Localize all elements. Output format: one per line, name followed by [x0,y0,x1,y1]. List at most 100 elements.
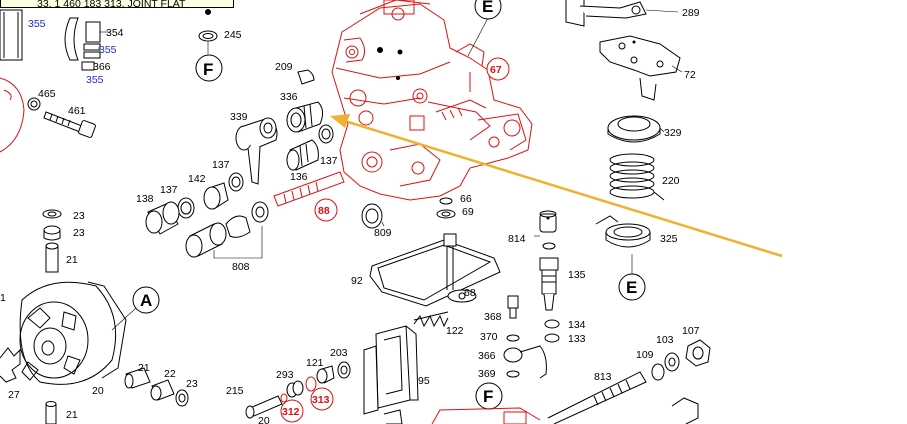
label-23[interactable]: 23 [73,227,85,239]
callout-312[interactable] [280,399,304,423]
label-813[interactable]: 813 [594,371,612,383]
label-137[interactable]: 137 [212,159,230,171]
label-220[interactable]: 220 [662,175,680,187]
label-369[interactable]: 369 [478,368,496,380]
callout-313[interactable] [310,387,334,411]
label-325[interactable]: 325 [660,233,678,245]
part-tooltip: 33, 1 460 183 313, JOINT FLAT [0,0,234,8]
drum-assembly [19,281,137,385]
label-312[interactable]: 312 [282,406,300,418]
spring-220 [609,153,665,201]
label-133[interactable]: 133 [568,333,586,345]
callout-88[interactable] [314,198,338,222]
label-134[interactable]: 134 [568,319,586,331]
spring-122 [413,311,449,328]
pump-housing-67 [331,0,533,201]
label-109[interactable]: 109 [636,349,654,361]
label-215[interactable]: 215 [226,385,244,397]
label-103[interactable]: 103 [656,334,674,346]
washer-465 [27,97,41,111]
label-329[interactable]: 329 [664,127,682,139]
label-808[interactable]: 808 [232,261,250,273]
washer-137 [228,172,244,192]
roller-21 [124,367,151,389]
washer-66 [439,197,453,205]
label-137[interactable]: 137 [320,155,338,167]
label-72[interactable]: 72 [684,69,696,81]
label-289[interactable]: 289 [682,7,700,19]
label-313[interactable]: 313 [312,394,330,406]
label-142[interactable]: 142 [188,173,206,185]
label-336[interactable]: 336 [280,91,298,103]
bushing-23 [43,225,61,241]
shaft-813 [547,371,647,424]
label-21[interactable]: 21 [66,254,78,266]
callout-E-top[interactable] [474,0,502,20]
label-354[interactable]: 354 [106,27,124,39]
pin-88 [273,171,345,207]
callout-F-top[interactable] [195,54,223,82]
label-69[interactable]: 69 [462,206,474,218]
label-88[interactable]: 88 [318,205,330,217]
label-20[interactable]: 20 [258,415,270,424]
bolt-461 [43,111,96,138]
label-136[interactable]: 136 [290,171,308,183]
callout-A[interactable] [132,286,160,314]
label-245[interactable]: 245 [224,29,242,41]
label-121[interactable]: 121 [306,357,324,369]
label-135[interactable]: 135 [568,269,586,281]
callout-F-text: F [483,387,493,406]
label-68[interactable]: 68 [464,287,476,299]
washer-245 [198,30,218,42]
label-138[interactable]: 138 [136,193,154,205]
label-23[interactable]: 23 [73,210,85,222]
label-122[interactable]: 122 [446,325,464,337]
label-66[interactable]: 66 [460,193,472,205]
label-1[interactable]: 1 [0,292,6,304]
valve-135 [539,257,559,311]
banjo-366 [503,345,547,379]
label-21[interactable]: 21 [66,409,78,421]
label-209[interactable]: 209 [275,61,293,73]
part-95 [363,325,419,424]
label-95[interactable]: 95 [418,375,430,387]
label-20[interactable]: 20 [92,385,104,397]
washer-370 [506,334,520,342]
washer [542,242,556,250]
label-461[interactable]: 461 [68,105,86,117]
label-814[interactable]: 814 [508,233,526,245]
pin-21-bottom [45,401,57,424]
label-355[interactable]: 355 [28,18,46,30]
label-92[interactable]: 92 [351,275,363,287]
label-203[interactable]: 203 [330,347,348,359]
label-21[interactable]: 21 [138,362,150,374]
label-339[interactable]: 339 [230,111,248,123]
seat-325 [595,215,651,248]
label-370[interactable]: 370 [480,331,498,343]
label-27[interactable]: 27 [8,389,20,401]
label-137[interactable]: 137 [160,184,178,196]
lever-289 [565,0,679,27]
plate-72 [599,35,683,101]
washer-134 [544,319,560,329]
label-67[interactable]: 67 [490,64,502,76]
label-355[interactable]: 355 [86,74,104,86]
label-366[interactable]: 366 [478,350,496,362]
label-22[interactable]: 22 [164,368,176,380]
label-368[interactable]: 368 [484,311,502,323]
label-23[interactable]: 23 [186,378,198,390]
label-366[interactable]: 366 [93,61,111,73]
assembly-808 [185,201,269,259]
washer-369 [506,370,520,378]
callout-67[interactable] [486,57,510,81]
part-293 [286,380,304,398]
label-293[interactable]: 293 [276,369,294,381]
label-809[interactable]: 809 [374,227,392,239]
label-107[interactable]: 107 [682,325,700,337]
washer-69 [436,209,456,219]
washer-137 [177,197,195,219]
label-465[interactable]: 465 [38,88,56,100]
label-355[interactable]: 355 [99,44,117,56]
washer-23 [42,209,62,219]
